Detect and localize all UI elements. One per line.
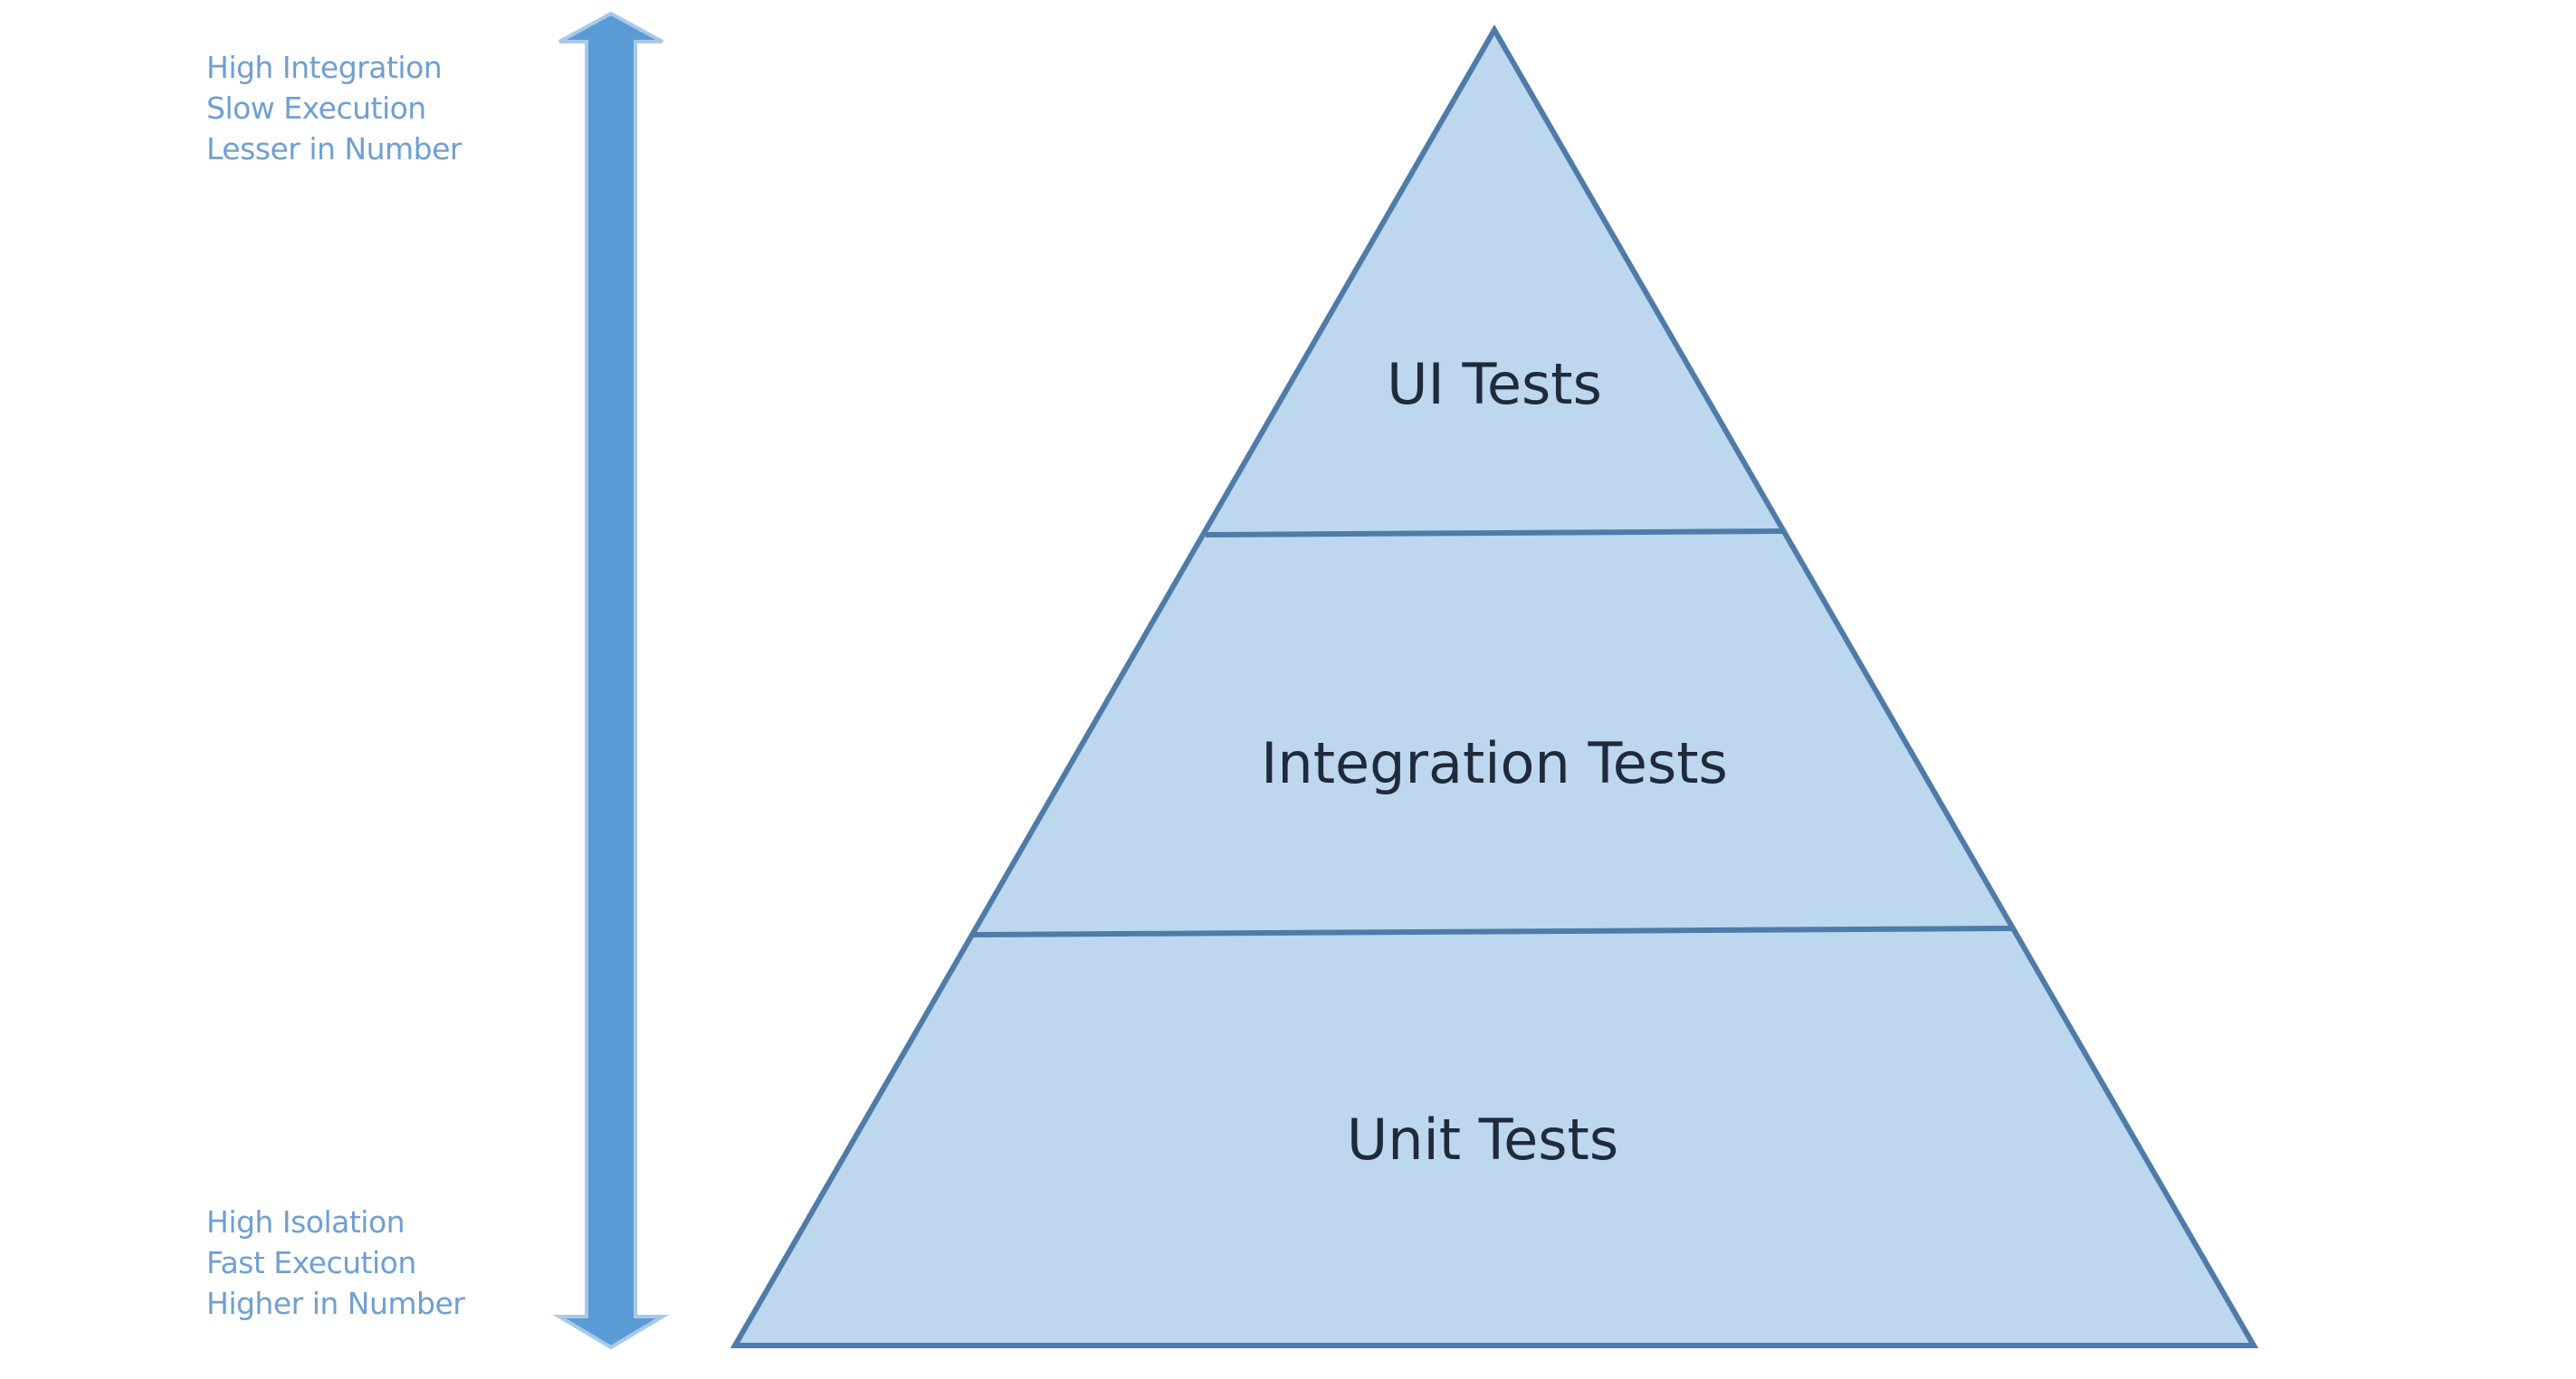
note-line: High Integration [206, 50, 443, 85]
layer-label-unit: Unit Tests [1347, 1107, 1618, 1173]
note-line: Lesser in Number [206, 131, 463, 166]
layer-label-integration: Integration Tests [1261, 730, 1728, 796]
layer-divider [973, 926, 2012, 937]
double-arrow [552, 11, 670, 1350]
bottom-notes: High Isolation Fast Execution Higher in … [206, 1202, 465, 1324]
top-notes: High Integration Slow Execution Lesser i… [206, 47, 463, 169]
pyramid-outline [730, 24, 2259, 1348]
note-line: High Isolation [206, 1204, 405, 1240]
note-line: Fast Execution [206, 1245, 416, 1280]
layer-label-ui: UI Tests [1387, 351, 1602, 417]
note-line: Higher in Number [206, 1286, 465, 1321]
note-line: Slow Execution [206, 90, 426, 126]
layer-divider [1205, 528, 1784, 537]
